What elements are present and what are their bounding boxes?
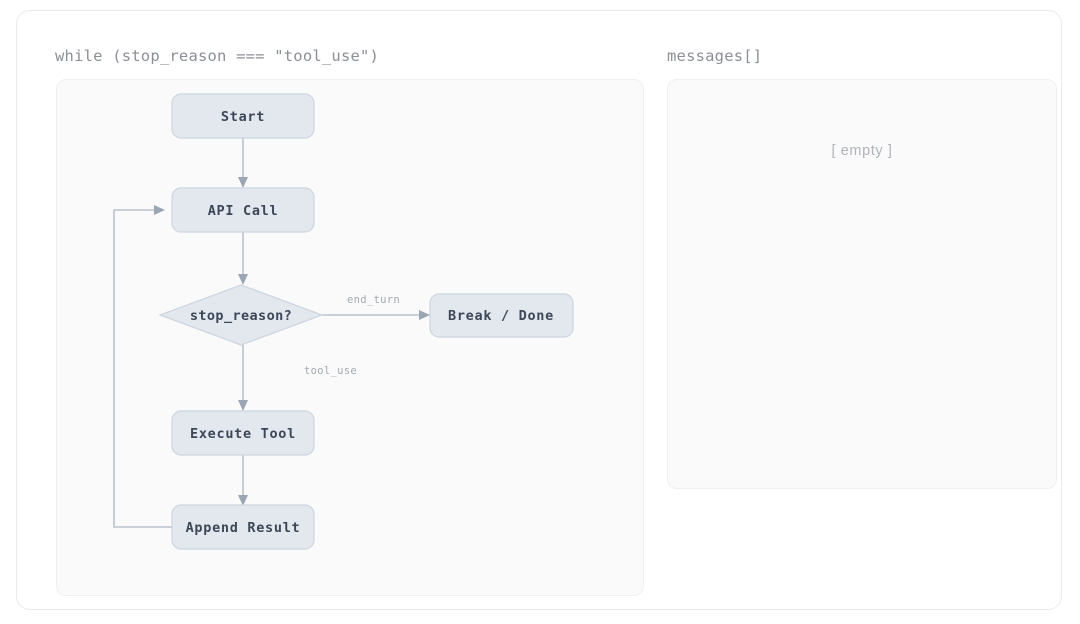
main-card: while (stop_reason === "tool_use") end_t… xyxy=(16,10,1062,610)
flow-diagram: end_turn tool_use Start xyxy=(113,93,574,550)
node-break-done[interactable]: Break / Done xyxy=(429,293,574,338)
messages-panel: [ empty ] xyxy=(667,79,1057,489)
edge-label-end-turn: end_turn xyxy=(347,294,400,306)
edge-decide-to-break: end_turn xyxy=(322,294,430,320)
node-stop-reason-label: stop_reason? xyxy=(190,308,292,324)
node-start[interactable]: Start xyxy=(171,93,315,139)
edge-api-to-decide xyxy=(238,232,248,285)
node-stop-reason-decision[interactable]: stop_reason? xyxy=(158,284,324,346)
node-execute-tool[interactable]: Execute Tool xyxy=(171,410,315,456)
node-api-call-label: API Call xyxy=(208,203,279,219)
node-api-call[interactable]: API Call xyxy=(171,187,315,233)
messages-section-title: messages[] xyxy=(667,47,763,65)
messages-empty-state: [ empty ] xyxy=(831,143,893,159)
node-append-result-label: Append Result xyxy=(186,520,301,536)
flow-section-title: while (stop_reason === "tool_use") xyxy=(55,47,380,65)
edge-start-to-api xyxy=(238,138,248,188)
edge-append-to-api-loop xyxy=(113,205,172,528)
node-start-label: Start xyxy=(221,109,265,125)
edge-decide-to-execute: tool_use xyxy=(238,345,357,411)
node-break-done-label: Break / Done xyxy=(448,308,554,324)
edge-label-tool-use: tool_use xyxy=(304,365,357,377)
edge-execute-to-append xyxy=(238,455,248,506)
node-append-result[interactable]: Append Result xyxy=(171,504,315,550)
node-execute-tool-label: Execute Tool xyxy=(190,426,296,442)
